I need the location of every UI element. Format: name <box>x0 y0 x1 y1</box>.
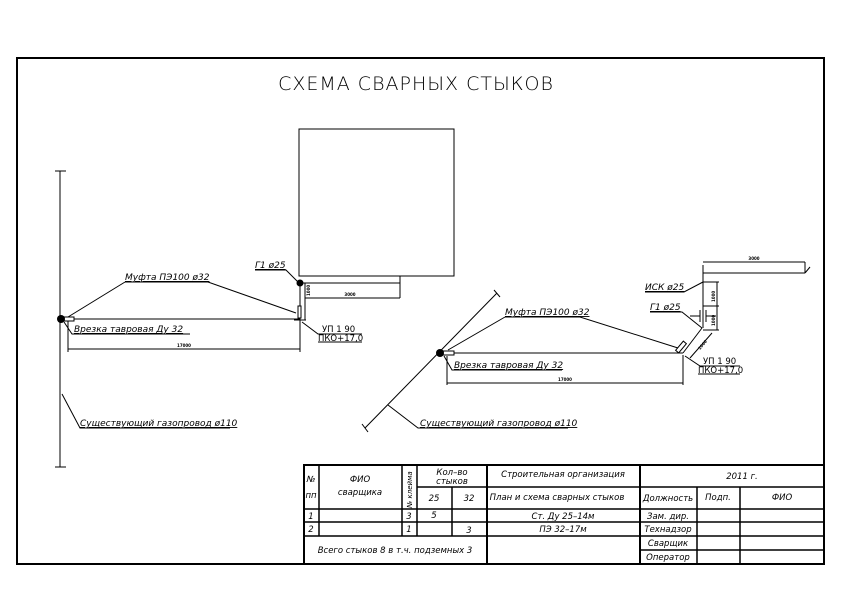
dim-main-left: 17000 <box>177 343 191 348</box>
dim-main-right: 17000 <box>558 377 572 382</box>
label-g1-left: Г1 ø25 <box>255 261 286 271</box>
th-count: Кол–во <box>436 468 467 478</box>
label-vrezka-left: Врезка тавровая Ду 32 <box>74 325 183 335</box>
pipe2-label: ПЭ 32–17м <box>539 525 587 535</box>
cell-stamp: 1 <box>406 525 411 535</box>
dim-v2-right: 1000 <box>711 315 716 326</box>
cell-d25: 5 <box>431 511 436 521</box>
weld-point-tee-left <box>57 315 65 323</box>
dim-v1-right: 1000 <box>711 291 716 302</box>
label-isk-right: ИСК ø25 <box>645 283 684 293</box>
th-num2: пп <box>305 491 317 501</box>
label-vrezka-right: Врезка тавровая Ду 32 <box>454 361 563 371</box>
label-up-right: УП 1 90 <box>703 357 736 367</box>
th-d32: 32 <box>464 494 475 504</box>
right-diagram <box>361 261 811 433</box>
weld-point-g1-left <box>296 279 304 287</box>
cell-d32: 3 <box>466 526 471 536</box>
position-item: Оператор <box>646 553 690 563</box>
label-up-left: УП 1 90 <box>322 325 355 335</box>
dim-building-left: 3000 <box>344 292 355 297</box>
cell-num: 2 <box>308 525 313 535</box>
table-row: 1 3 5 <box>308 511 436 522</box>
th-d25: 25 <box>429 494 440 504</box>
position-item: Технадзор <box>644 525 691 535</box>
dim-diag-right: 2000 <box>697 339 708 351</box>
left-diagram <box>55 170 401 468</box>
th-sign-fio: ФИО <box>772 493 793 503</box>
th-count2: стыков <box>436 477 468 487</box>
th-fio: ФИО <box>350 475 371 485</box>
label-mufta-left: Муфта ПЭ100 ø32 <box>125 273 210 283</box>
label-mufta-right: Муфта ПЭ100 ø32 <box>505 308 590 318</box>
weld-point-tee-right <box>436 349 444 357</box>
label-existing-right: Существующий газопровод ø110 <box>420 419 578 429</box>
total-joints: Всего стыков 8 в т.ч. подземных 3 <box>318 546 473 556</box>
th-stamp: № клейма <box>406 471 414 509</box>
title-block <box>303 464 825 565</box>
th-fio2: сварщика <box>338 488 382 498</box>
label-g1-right: Г1 ø25 <box>650 303 681 313</box>
building-outline <box>298 128 455 277</box>
org-label: Строительная организация <box>501 470 625 480</box>
cell-stamp: 3 <box>406 512 411 522</box>
label-existing-left: Существующий газопровод ø110 <box>80 419 238 429</box>
th-sign: Подп. <box>705 493 731 503</box>
plan-label: План и схема сварных стыков <box>490 493 625 503</box>
th-num: № <box>306 475 316 485</box>
dim-top-right: 3000 <box>748 256 759 261</box>
label-pko-left: ПКО+17,0 <box>318 334 363 344</box>
cell-num: 1 <box>308 512 313 522</box>
year-label: 2011 г. <box>726 472 758 482</box>
dim-vertical-left: 1000 <box>306 285 311 296</box>
pipe1-label: Ст. Ду 25–14м <box>532 512 596 522</box>
th-position: Должность <box>642 494 693 504</box>
existing-pipeline-right <box>364 292 498 429</box>
label-pko-right: ПКО+17,0 <box>698 366 743 376</box>
position-item: Зам. дир. <box>647 512 689 522</box>
table-row: 2 1 3 <box>308 525 471 536</box>
position-item: Сварщик <box>648 539 689 549</box>
drawing-title: СХЕМА СВАРНЫХ СТЫКОВ <box>278 73 554 95</box>
